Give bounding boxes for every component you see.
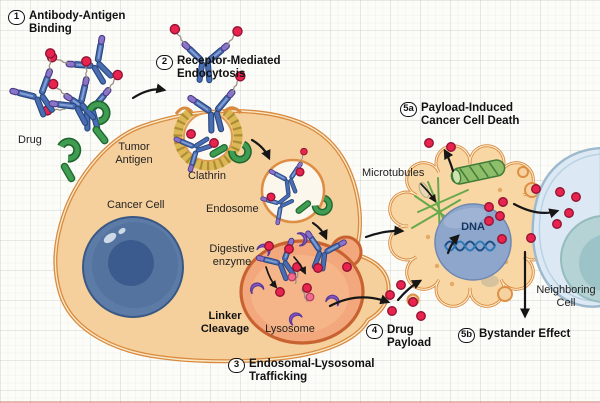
step-5a-badge: 5a xyxy=(400,102,417,117)
endosome-label: Endosome xyxy=(206,203,259,215)
microtubule-bundle xyxy=(450,159,506,185)
lysosome xyxy=(239,228,365,345)
step-5a-text: Payload-Induced Cancer Cell Death xyxy=(421,102,520,127)
clathrin-label: Clathrin xyxy=(188,170,226,182)
digestive-enzyme-label: Digestive enzyme xyxy=(209,243,255,268)
step-1-text: Antibody-Antigen Binding xyxy=(29,10,126,35)
neighboring-cell xyxy=(531,146,600,308)
step-3-text: Endosomal-Lysosomal Trafficking xyxy=(249,358,375,383)
step-1: 1 Antibody-Antigen Binding xyxy=(8,10,129,36)
cancer-cell-nucleus xyxy=(82,216,184,318)
step-2-badge: 2 xyxy=(156,55,173,70)
microtubules-label: Microtubules xyxy=(362,167,425,179)
clathrin-pit xyxy=(171,69,254,174)
step-5b: 5b Bystander Effect xyxy=(458,328,570,343)
dna-label: DNA xyxy=(461,221,485,233)
step-5b-badge: 5b xyxy=(458,328,475,343)
bottom-edge-line xyxy=(0,401,600,403)
flow-arrows xyxy=(131,83,560,319)
step-5a: 5a Payload-Induced Cancer Cell Death xyxy=(400,102,533,128)
step-4-text: Drug Payload xyxy=(387,324,432,349)
step-2: 2 Receptor-Mediated Endocytosis xyxy=(156,55,287,81)
linker-cleavage-label: Linker Cleavage xyxy=(200,310,250,335)
payload-dots-in-cell xyxy=(484,197,508,244)
step-3: 3 Endosomal-Lysosomal Trafficking xyxy=(228,358,381,384)
tumor-antigen-label: Tumor Antigen xyxy=(115,141,153,166)
step-5b-text: Bystander Effect xyxy=(479,328,571,340)
step-4-badge: 4 xyxy=(366,324,383,339)
cancer-cell-label: Cancer Cell xyxy=(107,199,165,211)
lysosome-label: Lysosome xyxy=(265,323,315,335)
step-3-badge: 3 xyxy=(228,358,245,373)
neighboring-cell-label: Neighboring Cell xyxy=(536,284,596,309)
step-2-text: Receptor-Mediated Endocytosis xyxy=(177,55,281,80)
step-1-badge: 1 xyxy=(8,10,25,25)
step-4: 4 Drug Payload xyxy=(366,324,435,350)
drug-label: Drug xyxy=(18,134,42,146)
neighboring-cell-nucleus xyxy=(560,215,600,303)
bystander-drug-dots xyxy=(552,187,581,229)
endosome xyxy=(258,147,333,226)
free-drug-dots xyxy=(385,138,541,321)
